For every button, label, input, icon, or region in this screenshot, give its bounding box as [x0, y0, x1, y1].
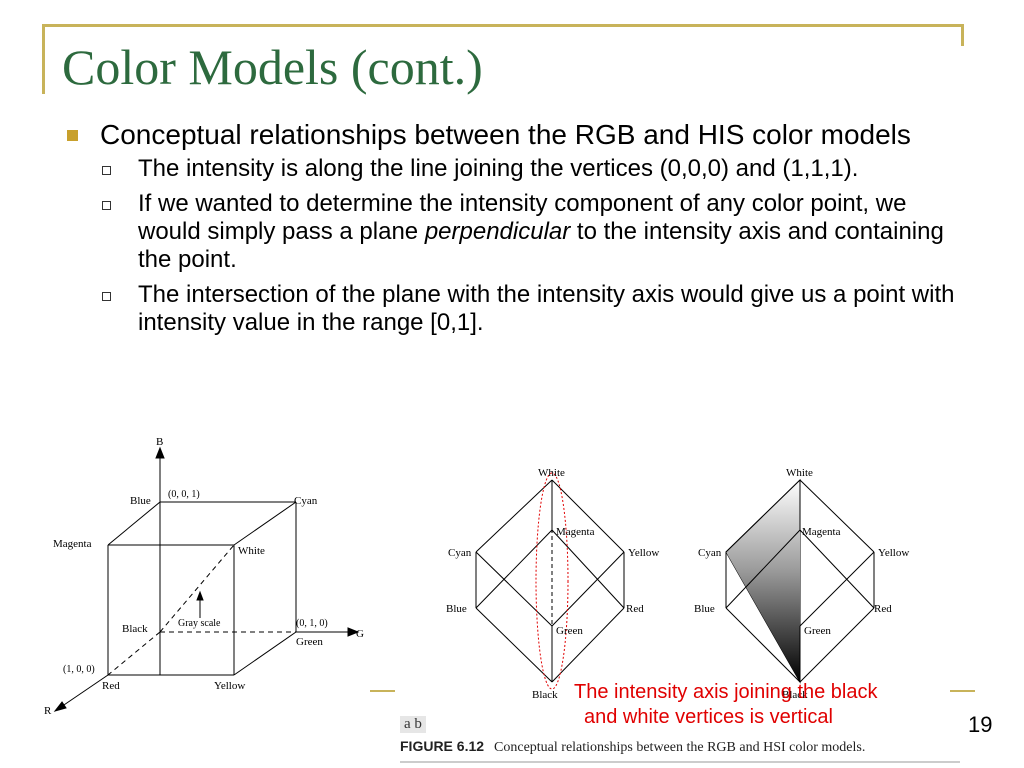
intensity-axis-highlight [535, 472, 569, 690]
label-green: Green [296, 636, 323, 648]
diamond2-edge [725, 607, 801, 683]
caption-rule [400, 761, 960, 763]
label-blue: Blue [130, 495, 151, 507]
annotation-line-1: The intensity axis joining the black [574, 681, 878, 703]
r-axis-arrow-icon [53, 701, 67, 712]
rgb-cube-labels: B G R Blue (0, 0, 1) Cyan Magenta White … [44, 436, 364, 717]
hsi-diamond-2 [725, 478, 875, 684]
shaded-plane-center [726, 480, 800, 682]
label-axis-r: R [44, 705, 52, 717]
d2-label-cyan: Cyan [698, 547, 722, 559]
annotation-line-2: and white vertices is vertical [584, 706, 833, 728]
bullet-main-text: Conceptual relationships between the RGB… [100, 119, 911, 150]
diamond1-edge [475, 607, 553, 683]
d1-label-yellow: Yellow [628, 547, 659, 559]
rgb-cube [53, 446, 360, 712]
label-green-coord: (0, 1, 0) [296, 618, 328, 629]
d2-label-white: White [786, 467, 813, 479]
diamond2-edge [799, 479, 875, 553]
bullet-list: Conceptual relationships between the RGB… [62, 118, 962, 344]
d2-label-red: Red [874, 603, 892, 615]
hollow-square-bullet-icon [102, 166, 111, 175]
label-blue-coord: (0, 0, 1) [168, 489, 200, 500]
label-axis-b: B [156, 436, 163, 448]
figure-label: FIGURE 6.12 [400, 738, 485, 754]
d1-label-white: White [538, 467, 565, 479]
diamond1-edge [551, 607, 625, 683]
label-red-coord: (1, 0, 0) [63, 664, 95, 675]
diamond2-edge [799, 529, 875, 609]
figure-caption: FIGURE 6.12 Conceptual relationships betw… [400, 738, 865, 756]
sub-bullet-2-text-a: If we wanted to determine the intensity … [138, 190, 907, 245]
r-axis-line [57, 674, 109, 710]
diamond2-edge [725, 529, 801, 609]
diamond2-edge [799, 607, 875, 683]
diamond1-edge [475, 529, 553, 609]
cube-edge [233, 631, 297, 676]
gray-scale-pointer-arrow-icon [196, 590, 204, 601]
subfigure-labels: a b [400, 716, 426, 733]
frame-left-line [42, 24, 45, 94]
cube-edge [107, 501, 161, 546]
cube-hidden-edge-r [107, 631, 161, 676]
hsi-diamond-1 [475, 472, 625, 690]
intensity-annotation: The intensity axis joining the black and… [574, 680, 974, 730]
square-bullet-icon [67, 130, 78, 141]
label-red: Red [102, 680, 120, 692]
sub-bullet-3-text: The intersection of the plane with the i… [138, 281, 955, 336]
d1-label-red: Red [626, 603, 644, 615]
b-axis-arrow-icon [155, 446, 165, 459]
label-white: White [238, 545, 265, 557]
hollow-square-bullet-icon [102, 201, 111, 210]
sub-bullet-1: The intensity is along the line joining … [100, 155, 962, 183]
diamond1-edge [475, 479, 553, 553]
bullet-main: Conceptual relationships between the RGB… [62, 118, 962, 151]
frame-right-line [961, 24, 964, 46]
label-gray-scale: Gray scale [178, 618, 221, 629]
cube-gray-scale-diagonal [159, 544, 235, 633]
d2-label-magenta: Magenta [802, 526, 841, 538]
d1-label-blue: Blue [446, 603, 467, 615]
d2-label-yellow: Yellow [878, 547, 909, 559]
diamond1-edge [551, 479, 625, 553]
g-axis-arrow-icon [347, 627, 360, 637]
label-black: Black [122, 623, 148, 635]
hsi-diamond-2-labels: White Magenta Cyan Yellow Blue Red Green… [694, 467, 909, 701]
sub-bullet-1-text: The intensity is along the line joining … [138, 155, 859, 182]
hsi-diamond-1-labels: White Magenta Cyan Yellow Blue Red Green… [446, 467, 659, 701]
diamond1-edge [475, 551, 553, 627]
diamond1-edge [551, 551, 625, 627]
d1-label-green: Green [556, 625, 583, 637]
slide-title: Color Models (cont.) [62, 39, 483, 95]
d1-label-cyan: Cyan [448, 547, 472, 559]
slide-number: 19 [968, 712, 993, 737]
sub-bullet-3: The intersection of the plane with the i… [100, 281, 962, 337]
label-magenta: Magenta [53, 538, 92, 550]
figure-diagram: B G R Blue (0, 0, 1) Cyan Magenta White … [44, 436, 975, 717]
hollow-square-bullet-icon [102, 292, 111, 301]
d2-label-black: Black [782, 689, 808, 701]
diamond2-edge [725, 479, 801, 553]
label-axis-g: G [356, 628, 364, 640]
diamond1-edge [551, 529, 625, 609]
diamond2-edge [799, 551, 875, 627]
label-yellow: Yellow [214, 680, 245, 692]
d2-label-blue: Blue [694, 603, 715, 615]
sub-bullet-2-italic: perpendicular [424, 218, 571, 245]
sub-bullet-2: If we wanted to determine the intensity … [100, 190, 962, 274]
cube-edge [233, 501, 297, 546]
d1-label-magenta: Magenta [556, 526, 595, 538]
figure-caption-text: Conceptual relationships between the RGB… [494, 740, 866, 755]
label-cyan: Cyan [294, 495, 318, 507]
d1-label-black: Black [532, 689, 558, 701]
sub-bullet-list: The intensity is along the line joining … [100, 155, 962, 337]
frame-top-line [42, 24, 964, 27]
sub-bullet-2-text-b: to the intensity axis and containing the… [138, 218, 944, 273]
d2-label-green: Green [804, 625, 831, 637]
